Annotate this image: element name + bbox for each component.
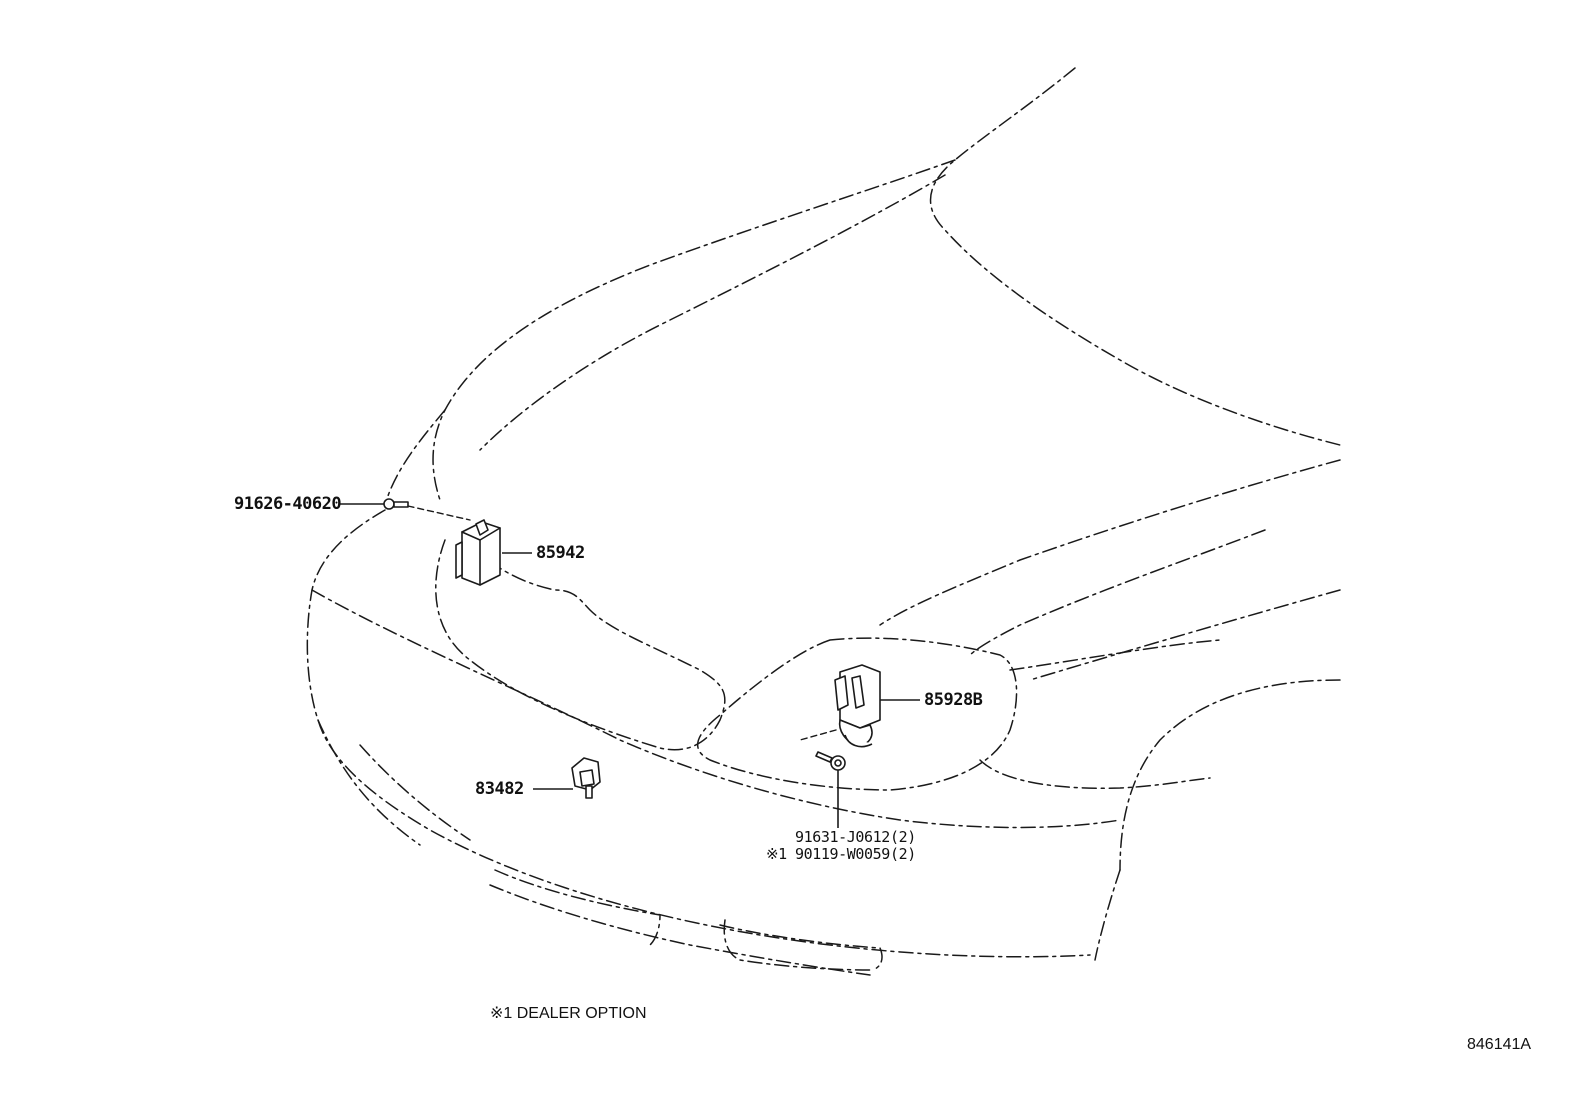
- sensor-83482: [571, 757, 601, 799]
- bumper-outline: [306, 509, 1121, 976]
- part-label-83482: 83482: [475, 779, 524, 799]
- sensor-85942: [455, 519, 501, 586]
- part-label-91631-j0612: 91631-J0612(2): [795, 828, 916, 846]
- dealer-option-mark: ※1: [766, 845, 787, 863]
- vehicle-body-outline: [384, 67, 1341, 961]
- figure-id: 846141A: [1467, 1036, 1532, 1053]
- dealer-option-note: ※1 DEALER OPTION: [490, 1005, 647, 1022]
- part-label-85942: 85942: [536, 543, 585, 563]
- screw-91631: [815, 751, 846, 771]
- grille-outline: [435, 539, 726, 751]
- part-label-85928b: 85928B: [924, 690, 983, 710]
- part-label-90119-w0059: 90119-W0059(2): [795, 845, 916, 863]
- bolt-91626-40620: [383, 498, 471, 521]
- headlamp-outline: [696, 637, 1221, 791]
- sensor-85928b: [799, 664, 881, 748]
- leader-lines: [340, 503, 920, 828]
- part-label-91626-40620: 91626-40620: [234, 494, 342, 514]
